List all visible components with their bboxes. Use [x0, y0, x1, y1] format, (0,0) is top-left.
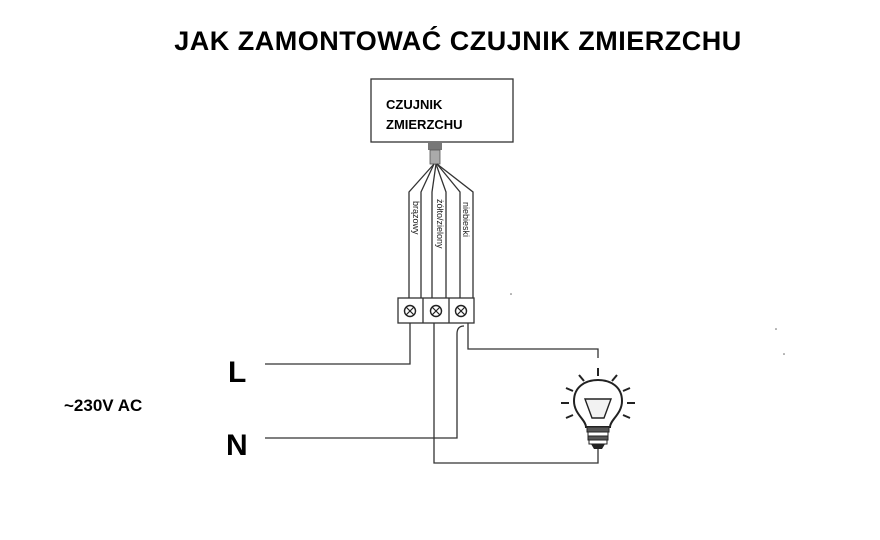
screw-terminal-icon: [429, 304, 443, 318]
voltage-label: ~230V AC: [64, 396, 142, 415]
wire-label-brown: brązowy: [411, 201, 421, 235]
scan-specks: [510, 293, 785, 355]
supply-wiring: [265, 323, 599, 464]
sensor-cable-sleeves: [408, 163, 474, 298]
sensor-label-line1: CZUJNIK: [386, 97, 443, 112]
wire-label-yellow-green: żółto/zielony: [435, 199, 445, 249]
neutral-label: N: [226, 429, 248, 462]
terminal-block: [397, 297, 475, 324]
screw-terminal-icon: [454, 304, 468, 318]
light-bulb-icon: [561, 368, 635, 449]
phase-label: L: [228, 356, 246, 389]
screw-terminal-icon: [403, 304, 417, 318]
dusk-sensor-box: CZUJNIK ZMIERZCHU: [370, 78, 514, 143]
wire-label-blue: niebieski: [461, 202, 471, 237]
diagram-title: JAK ZAMONTOWAĆ CZUJNIK ZMIERZCHU: [174, 25, 741, 56]
sensor-label-line2: ZMIERZCHU: [386, 117, 463, 132]
cable-gland: [428, 142, 442, 165]
